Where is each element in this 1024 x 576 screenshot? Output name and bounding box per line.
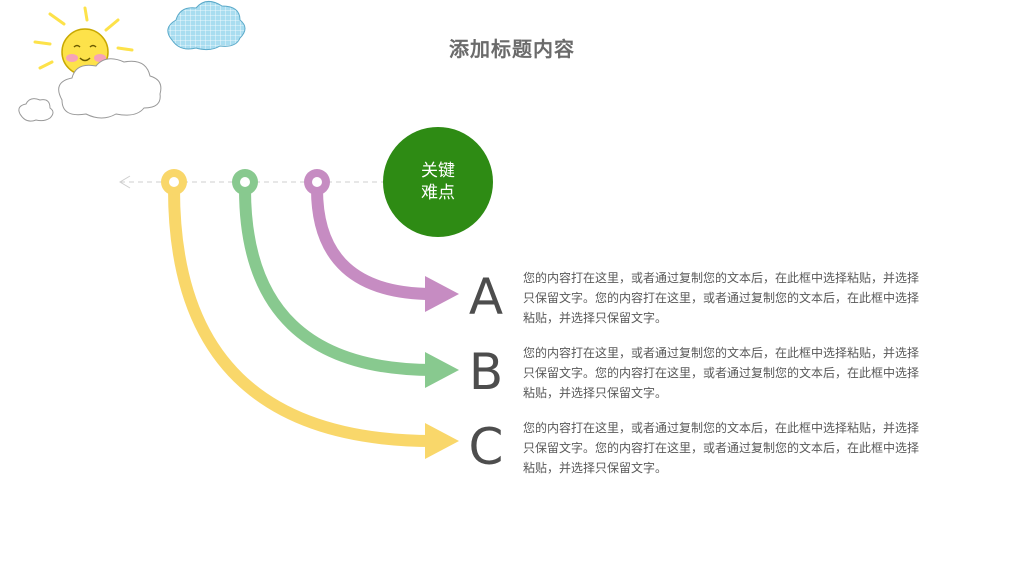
yellow-curve-arrowhead bbox=[425, 423, 459, 459]
purple-curve-arrowhead bbox=[425, 276, 459, 312]
item-letter-c: C bbox=[468, 418, 504, 476]
yellow-node bbox=[161, 169, 187, 195]
item-text-a: 您的内容打在这里，或者通过复制您的文本后，在此框中选择粘贴，并选择只保留文字。您… bbox=[523, 271, 920, 325]
hub-label-line2: 难点 bbox=[421, 183, 455, 203]
yellow-curve-arrow-shaft bbox=[168, 188, 434, 447]
purple-node bbox=[304, 169, 330, 195]
green-curve-arrow-shaft bbox=[239, 188, 434, 376]
item-letter-b: B bbox=[468, 343, 504, 401]
green-node bbox=[232, 169, 258, 195]
hub-label-line1: 关键 bbox=[421, 161, 455, 181]
small-cloud-icon bbox=[18, 98, 54, 122]
sun-icon bbox=[33, 6, 134, 76]
dashed-axis-arrowhead bbox=[119, 175, 131, 189]
green-curve-arrowhead bbox=[425, 352, 459, 388]
hub-circle: 关键 难点 bbox=[383, 127, 493, 237]
checkered-cloud-icon bbox=[167, 1, 246, 51]
item-letter-a: A bbox=[468, 268, 504, 326]
purple-curve-arrow-shaft bbox=[311, 188, 434, 300]
item-text-c: 您的内容打在这里，或者通过复制您的文本后，在此框中选择粘贴，并选择只保留文字。您… bbox=[523, 421, 920, 475]
cloud-icon bbox=[58, 58, 162, 119]
item-text-b: 您的内容打在这里，或者通过复制您的文本后，在此框中选择粘贴，并选择只保留文字。您… bbox=[523, 346, 920, 400]
slide-title: 添加标题内容 bbox=[449, 37, 575, 61]
